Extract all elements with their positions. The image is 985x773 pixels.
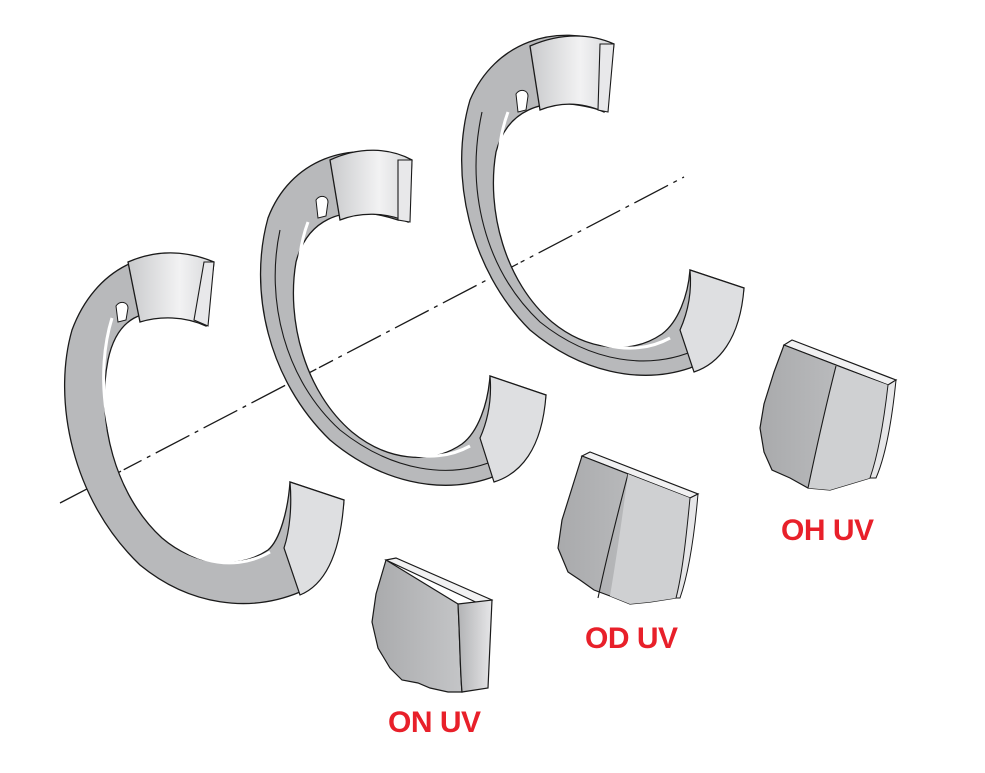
ring-on-slot — [115, 301, 129, 323]
ring-od-slot — [315, 195, 329, 219]
piece-od — [557, 451, 700, 605]
ring-od-end-face — [397, 159, 413, 223]
ring-oh-end-face — [597, 43, 615, 113]
ring-od-groove — [274, 229, 501, 471]
piece-on — [371, 557, 494, 693]
ring-oh — [461, 34, 745, 376]
label-on-uv: ON UV — [388, 706, 481, 739]
ring-on-bottom-edge — [283, 481, 345, 596]
ring-oh-groove — [475, 111, 701, 362]
piece-oh-side — [808, 366, 888, 490]
piece-oh — [759, 339, 898, 491]
piece-on-front — [371, 559, 463, 693]
ring-od-bottom-edge — [479, 375, 547, 483]
ring-od-inner-arc — [296, 221, 471, 458]
ring-oh-bottom-edge — [679, 269, 745, 373]
piece-od-groove — [597, 473, 629, 599]
piece-oh-edge — [869, 379, 897, 479]
ring-oh-inner-arc — [496, 111, 671, 350]
label-oh-uv: OH UV — [781, 514, 874, 547]
ring-od — [259, 149, 547, 486]
piece-od-edge — [675, 493, 699, 599]
piece-od-side — [610, 474, 690, 604]
piece-on-side — [457, 599, 493, 693]
ring-on-end-face — [193, 261, 215, 327]
ring-on — [63, 252, 345, 605]
axis-line — [59, 176, 685, 504]
ring-oh-slot — [515, 89, 529, 113]
label-od-uv: OD UV — [585, 622, 678, 655]
ring-on-inner-arc — [102, 317, 271, 565]
piece-oh-groove — [807, 365, 837, 489]
